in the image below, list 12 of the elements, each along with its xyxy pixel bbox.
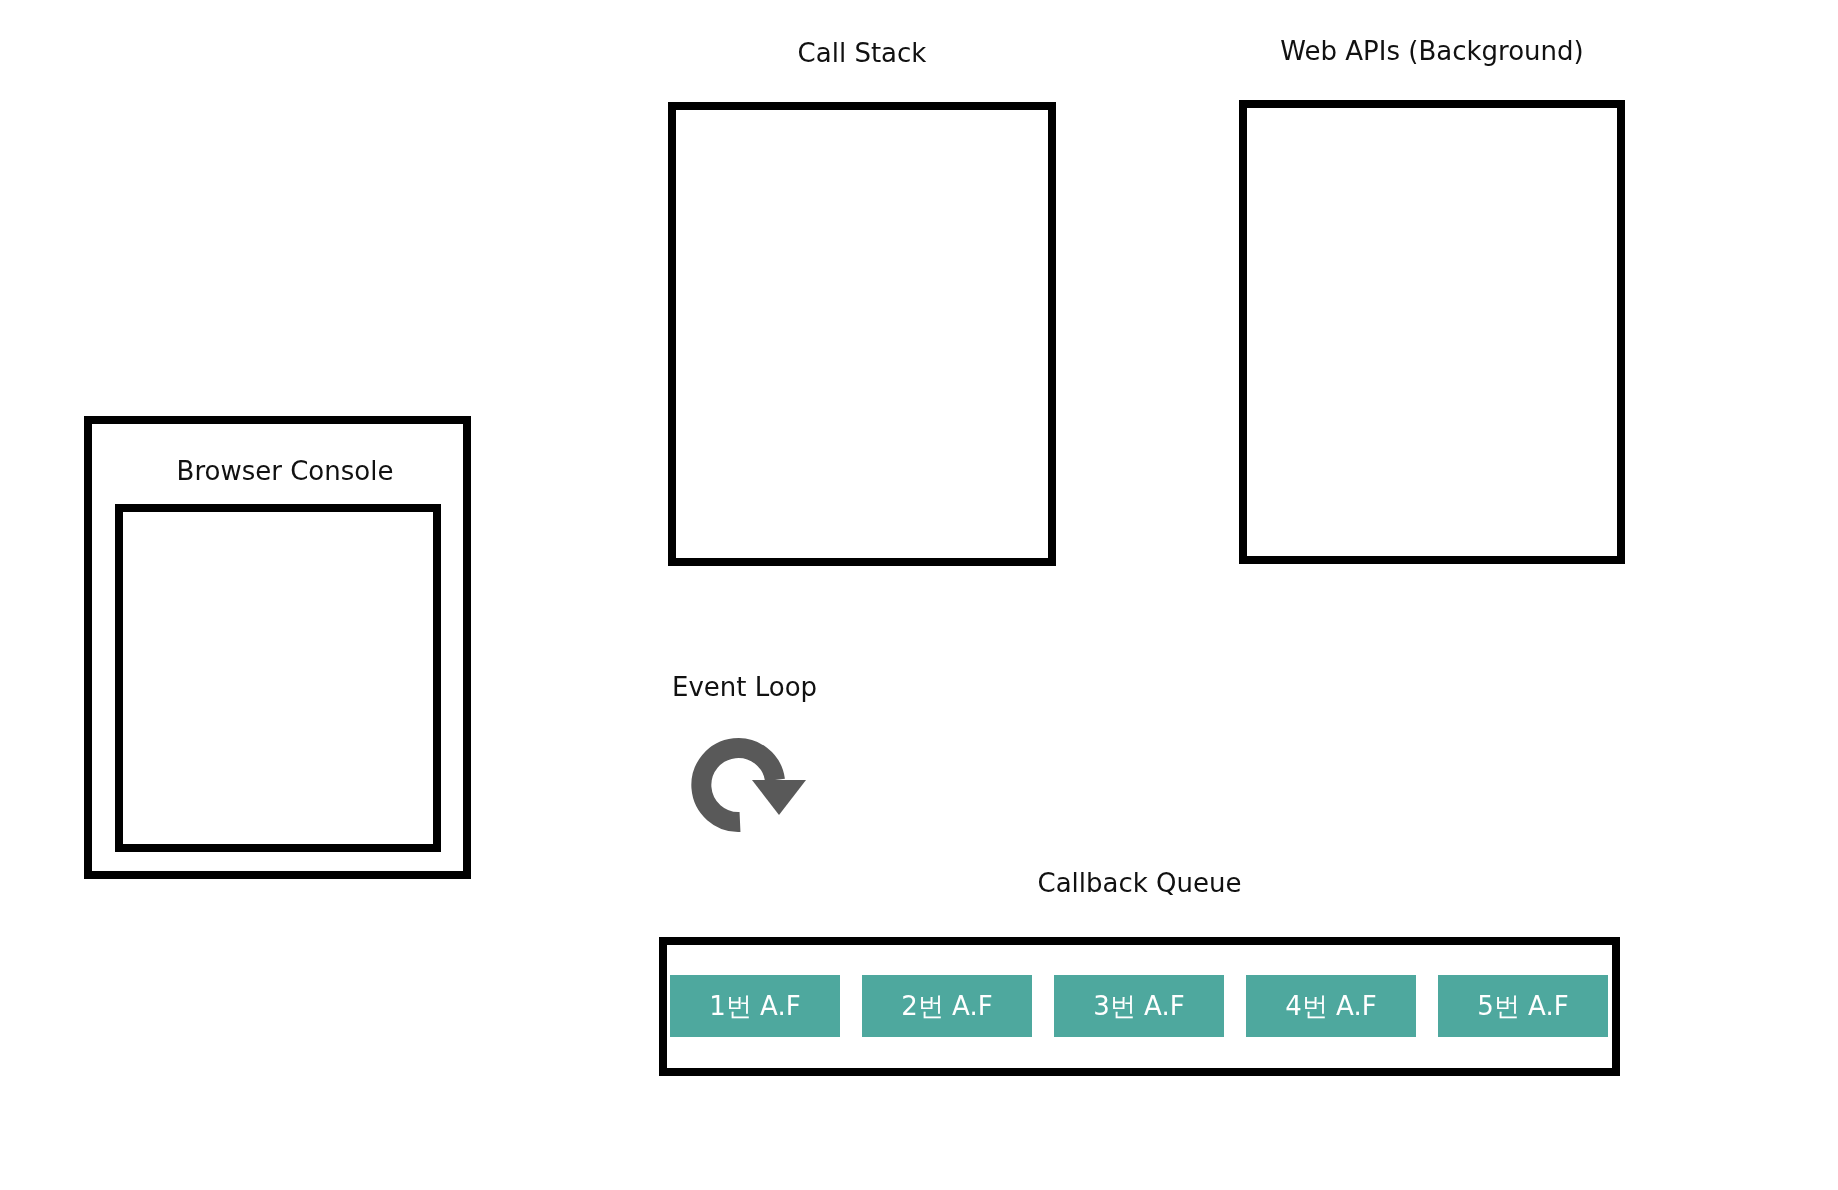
panel-title: Callback Queue [1037,868,1242,898]
queue-item: 2번 A.F [862,975,1032,1037]
panel-title: Browser Console [176,456,394,486]
panel-title: Call Stack [797,38,927,68]
panel [84,416,471,879]
queue-item: 5번 A.F [1438,975,1608,1037]
queue-item: 1번 A.F [670,975,840,1037]
queue-item: 4번 A.F [1246,975,1416,1037]
label-text: Event Loop [672,672,818,702]
empty-box [115,504,441,852]
queue-item: 3번 A.F [1054,975,1224,1037]
panel-title: Web APIs (Background) [1280,36,1584,66]
